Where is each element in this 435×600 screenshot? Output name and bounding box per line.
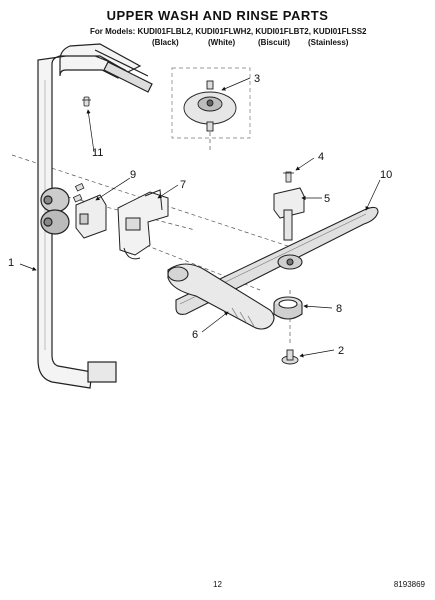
part-9-bracket (75, 194, 107, 239)
document-number: 8193869 (393, 580, 425, 589)
color-stainless: (Stainless) (308, 38, 349, 47)
callout-11: 11 (92, 147, 103, 159)
part-8-ring (273, 296, 303, 320)
callout-7: 7 (180, 179, 186, 191)
part-3-dashed-box (171, 67, 251, 139)
part-4-screw (283, 171, 294, 183)
part-11-screws (72, 96, 91, 203)
callout-1: 1 (8, 257, 14, 269)
callout-6: 6 (192, 329, 198, 341)
callout-10: 10 (380, 169, 392, 181)
part-5-mount (273, 187, 305, 241)
color-black: (Black) (152, 38, 179, 47)
color-white: (White) (208, 38, 236, 47)
part-3-hub (183, 80, 237, 132)
part-1-feed-tube (37, 43, 153, 389)
callout-leaders (19, 77, 381, 358)
callout-9: 9 (130, 169, 136, 181)
callout-3: 3 (254, 73, 260, 85)
callout-2: 2 (338, 345, 344, 357)
callout-8: 8 (336, 303, 342, 315)
color-biscuit: (Biscuit) (258, 38, 290, 47)
callout-5: 5 (324, 193, 330, 205)
part-7-manifold-clip (117, 189, 169, 260)
page-title: UPPER WASH AND RINSE PARTS (106, 8, 329, 23)
page-number: 12 (213, 580, 222, 589)
part-6-tube (167, 263, 275, 330)
models-line: For Models: KUDI01FLBL2, KUDI01FLWH2, KU… (90, 27, 367, 36)
callout-4: 4 (318, 151, 324, 163)
part-2-nut (281, 349, 299, 365)
